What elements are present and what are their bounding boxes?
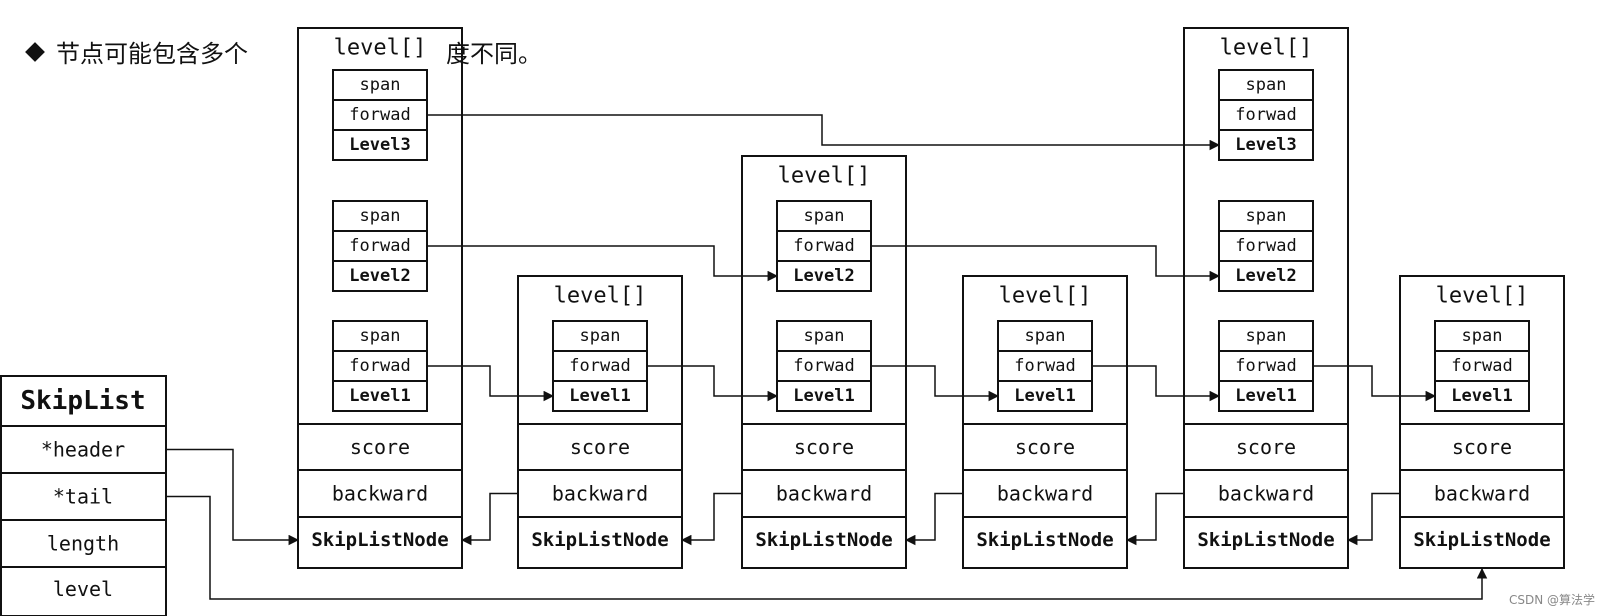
forward-cell: forwad <box>349 356 410 376</box>
backward-link-n2-n1 <box>460 492 518 546</box>
backward-cell: backward <box>1218 482 1314 506</box>
score-cell: score <box>1452 435 1512 459</box>
level-block-1 <box>552 320 648 412</box>
backward-cell: backward <box>552 482 648 506</box>
level-cell: Level1 <box>349 386 410 406</box>
level-block-2 <box>332 200 428 292</box>
score-cell: score <box>350 435 410 459</box>
forward-link-n3-n5-l2 <box>871 245 1221 282</box>
node-name-cell: SkipListNode <box>755 529 892 551</box>
forward-cell: forwad <box>569 356 630 376</box>
level-cell: Level3 <box>1235 135 1296 155</box>
skiplist-node-n3 <box>741 155 907 569</box>
level-block-3 <box>1218 69 1314 161</box>
span-cell: span <box>1246 206 1287 226</box>
span-cell: span <box>1462 326 1503 346</box>
node-name-cell: SkipListNode <box>531 529 668 551</box>
header-pointer-link <box>166 448 300 546</box>
level-array-label: level[] <box>334 36 427 61</box>
forward-cell: forwad <box>1235 356 1296 376</box>
forward-link-n1-n2-l1 <box>427 365 555 402</box>
forward-cell: forwad <box>349 105 410 125</box>
node-name-cell: SkipListNode <box>1413 529 1550 551</box>
skiplist-node-n4 <box>962 275 1128 569</box>
forward-cell: forwad <box>349 236 410 256</box>
heading-text-left: 节点可能包含多个 <box>56 40 248 68</box>
span-cell: span <box>580 326 621 346</box>
backward-cell: backward <box>776 482 872 506</box>
forward-link-n4-n5-l1 <box>1092 365 1221 402</box>
score-cell: score <box>570 435 630 459</box>
skiplist-node-n5 <box>1183 27 1349 569</box>
forward-link-n5-n6-l1 <box>1313 365 1437 402</box>
forward-cell: forwad <box>1235 236 1296 256</box>
level-array-label: level[] <box>554 284 647 309</box>
forward-link-n1-n5-l3 <box>427 114 1221 151</box>
backward-cell: backward <box>1434 482 1530 506</box>
skiplist-title: SkipList <box>20 386 145 416</box>
level-cell: Level1 <box>1235 386 1296 406</box>
level-array-label: level[] <box>1220 36 1313 61</box>
level-block-3 <box>332 69 428 161</box>
forward-cell: forwad <box>1451 356 1512 376</box>
span-cell: span <box>804 326 845 346</box>
level-block-1 <box>1218 320 1314 412</box>
forward-cell: forwad <box>793 356 854 376</box>
forward-link-n2-n3-l1 <box>647 365 779 402</box>
backward-link-n6-n5 <box>1346 492 1400 546</box>
level-cell: Level2 <box>349 266 410 286</box>
score-cell: score <box>1236 435 1296 459</box>
level-cell: Level3 <box>349 135 410 155</box>
tail-pointer-link <box>166 495 1488 600</box>
level-cell: Level1 <box>793 386 854 406</box>
watermark: CSDN @算法学 <box>1508 593 1595 607</box>
span-cell: span <box>804 206 845 226</box>
forward-cell: forwad <box>793 236 854 256</box>
level-cell: Level2 <box>793 266 854 286</box>
skiplist-node-n2 <box>517 275 683 569</box>
span-cell: span <box>360 75 401 95</box>
level-block-1 <box>1434 320 1530 412</box>
level-block-2 <box>1218 200 1314 292</box>
level-cell: Level1 <box>1451 386 1512 406</box>
span-cell: span <box>360 326 401 346</box>
level-block-1 <box>332 320 428 412</box>
span-cell: span <box>1246 75 1287 95</box>
level-array-label: level[] <box>778 164 871 189</box>
backward-link-n3-n2 <box>680 492 742 546</box>
node-name-cell: SkipListNode <box>1197 529 1334 551</box>
skiplist-field-length: length <box>47 532 119 556</box>
backward-cell: backward <box>332 482 428 506</box>
level-cell: Level1 <box>569 386 630 406</box>
span-cell: span <box>1025 326 1066 346</box>
span-cell: span <box>1246 326 1287 346</box>
forward-cell: forwad <box>1235 105 1296 125</box>
score-cell: score <box>1015 435 1075 459</box>
level-block-1 <box>776 320 872 412</box>
backward-cell: backward <box>997 482 1093 506</box>
level-array-label: level[] <box>1436 284 1529 309</box>
node-name-cell: SkipListNode <box>976 529 1113 551</box>
skiplist-node-n1 <box>297 27 463 569</box>
skiplist-node-n6 <box>1399 275 1565 569</box>
node-name-cell: SkipListNode <box>311 529 448 551</box>
forward-link-n1-n3-l2 <box>427 245 779 282</box>
backward-link-n4-n3 <box>904 492 963 546</box>
level-array-label: level[] <box>999 284 1092 309</box>
level-cell: Level2 <box>1235 266 1296 286</box>
level-cell: Level1 <box>1014 386 1075 406</box>
forward-cell: forwad <box>1014 356 1075 376</box>
skiplist-struct <box>0 375 167 616</box>
level-block-2 <box>776 200 872 292</box>
level-block-1 <box>997 320 1093 412</box>
skiplist-field-level: level <box>53 577 113 601</box>
backward-link-n5-n4 <box>1125 492 1184 546</box>
skiplist-field-tail: *tail <box>53 485 113 509</box>
skiplist-field-header: *header <box>41 438 125 462</box>
score-cell: score <box>794 435 854 459</box>
forward-link-n3-n4-l1 <box>871 365 1000 402</box>
span-cell: span <box>360 206 401 226</box>
